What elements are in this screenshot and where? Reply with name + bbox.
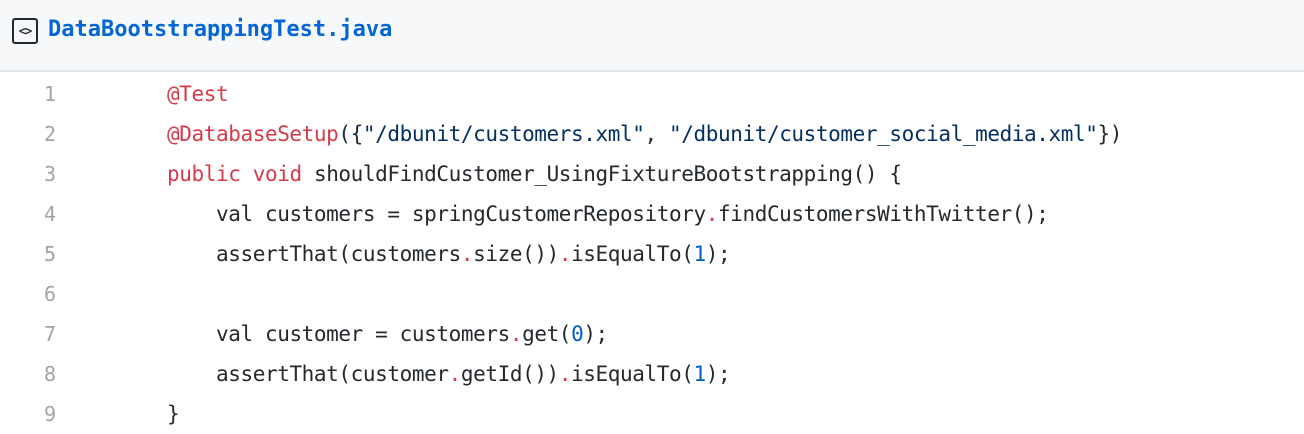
code-token: val customers = springCustomerRepository bbox=[215, 202, 706, 226]
code-token: public bbox=[167, 162, 241, 186]
code-text: } bbox=[167, 394, 180, 434]
code-file-icon: <> bbox=[12, 18, 38, 44]
code-token: isEqualTo( bbox=[571, 242, 694, 266]
code-indent bbox=[167, 202, 216, 226]
code-token: @Test bbox=[167, 82, 229, 106]
code-line: 9} bbox=[0, 394, 1304, 434]
code-token: size()) bbox=[473, 242, 559, 266]
code-token: ({ bbox=[338, 122, 363, 146]
line-number[interactable]: 1 bbox=[43, 82, 57, 106]
code-text: val customers = springCustomerRepository… bbox=[167, 194, 1049, 234]
code-token: }) bbox=[1097, 122, 1123, 146]
line-number[interactable]: 5 bbox=[43, 242, 57, 266]
code-indent bbox=[167, 362, 216, 386]
code-text: val customer = customers.get(0); bbox=[167, 314, 608, 354]
code-token: "/dbunit/customers.xml" bbox=[362, 122, 645, 146]
code-text: assertThat(customer.getId()).isEqualTo(1… bbox=[167, 354, 731, 394]
line-number[interactable]: 6 bbox=[43, 282, 57, 306]
code-line: 3 public void shouldFindCustomer_UsingFix… bbox=[0, 154, 1304, 194]
code-indent bbox=[167, 322, 216, 346]
code-token: 1 bbox=[693, 242, 707, 266]
code-line: 4 val customers = springCustomerReposito… bbox=[0, 194, 1304, 234]
code-token: getId()) bbox=[460, 362, 559, 386]
code-token: isEqualTo( bbox=[571, 362, 694, 386]
code-token: ); bbox=[705, 242, 731, 266]
line-number[interactable]: 8 bbox=[43, 362, 57, 386]
code-token: findCustomersWithTwitter(); bbox=[717, 202, 1049, 226]
code-token: 0 bbox=[571, 322, 584, 346]
code-token: void bbox=[252, 162, 302, 186]
code-text: assertThat(customers.size()).isEqualTo(1… bbox=[167, 234, 731, 274]
line-number[interactable]: 4 bbox=[43, 202, 57, 226]
code-token: assertThat(customer bbox=[215, 362, 449, 386]
code-token: . bbox=[460, 242, 474, 266]
code-line: 7 val customer = customers.get(0); bbox=[0, 314, 1304, 354]
code-line: 8 assertThat(customer.getId()).isEqualTo… bbox=[0, 354, 1304, 394]
code-token: ); bbox=[583, 322, 608, 346]
code-line: 2 @DatabaseSetup({"/dbunit/customers.xml"… bbox=[0, 114, 1304, 154]
code-token: . bbox=[509, 322, 523, 346]
code-token: @DatabaseSetup bbox=[167, 122, 339, 146]
code-text: @DatabaseSetup({"/dbunit/customers.xml",… bbox=[167, 114, 1122, 154]
code-token: shouldFindCustomer_UsingFixtureBootstrap… bbox=[301, 162, 902, 186]
code-token: . bbox=[448, 362, 462, 386]
line-number[interactable]: 9 bbox=[43, 402, 57, 426]
code-token: , bbox=[644, 122, 669, 146]
code-token: . bbox=[705, 202, 719, 226]
code-line: 5 assertThat(customers.size()).isEqualTo… bbox=[0, 234, 1304, 274]
code-token: ); bbox=[705, 362, 731, 386]
code-text: @Test bbox=[167, 74, 229, 114]
code-token: } bbox=[167, 402, 180, 426]
code-token bbox=[240, 162, 252, 186]
line-number[interactable]: 2 bbox=[43, 122, 57, 146]
code-token: "/dbunit/customer_social_media.xml" bbox=[669, 122, 1098, 146]
line-number[interactable]: 3 bbox=[43, 162, 57, 186]
file-name-link[interactable]: DataBootstrappingTest.java bbox=[48, 17, 393, 42]
code-text: public void shouldFindCustomer_UsingFixt… bbox=[167, 154, 902, 194]
line-number[interactable]: 7 bbox=[43, 322, 57, 346]
code-token: val customer = customers bbox=[215, 322, 510, 346]
code-line: 1 @Test bbox=[0, 74, 1304, 114]
code-token: 1 bbox=[693, 362, 707, 386]
file-header: <> DataBootstrappingTest.java bbox=[0, 0, 1304, 72]
code-indent bbox=[167, 242, 216, 266]
code-line: 6 bbox=[0, 274, 1304, 314]
code-token: assertThat(customers bbox=[215, 242, 461, 266]
code-token: . bbox=[558, 362, 572, 386]
code-token: . bbox=[558, 242, 572, 266]
code-token: get( bbox=[522, 322, 572, 346]
